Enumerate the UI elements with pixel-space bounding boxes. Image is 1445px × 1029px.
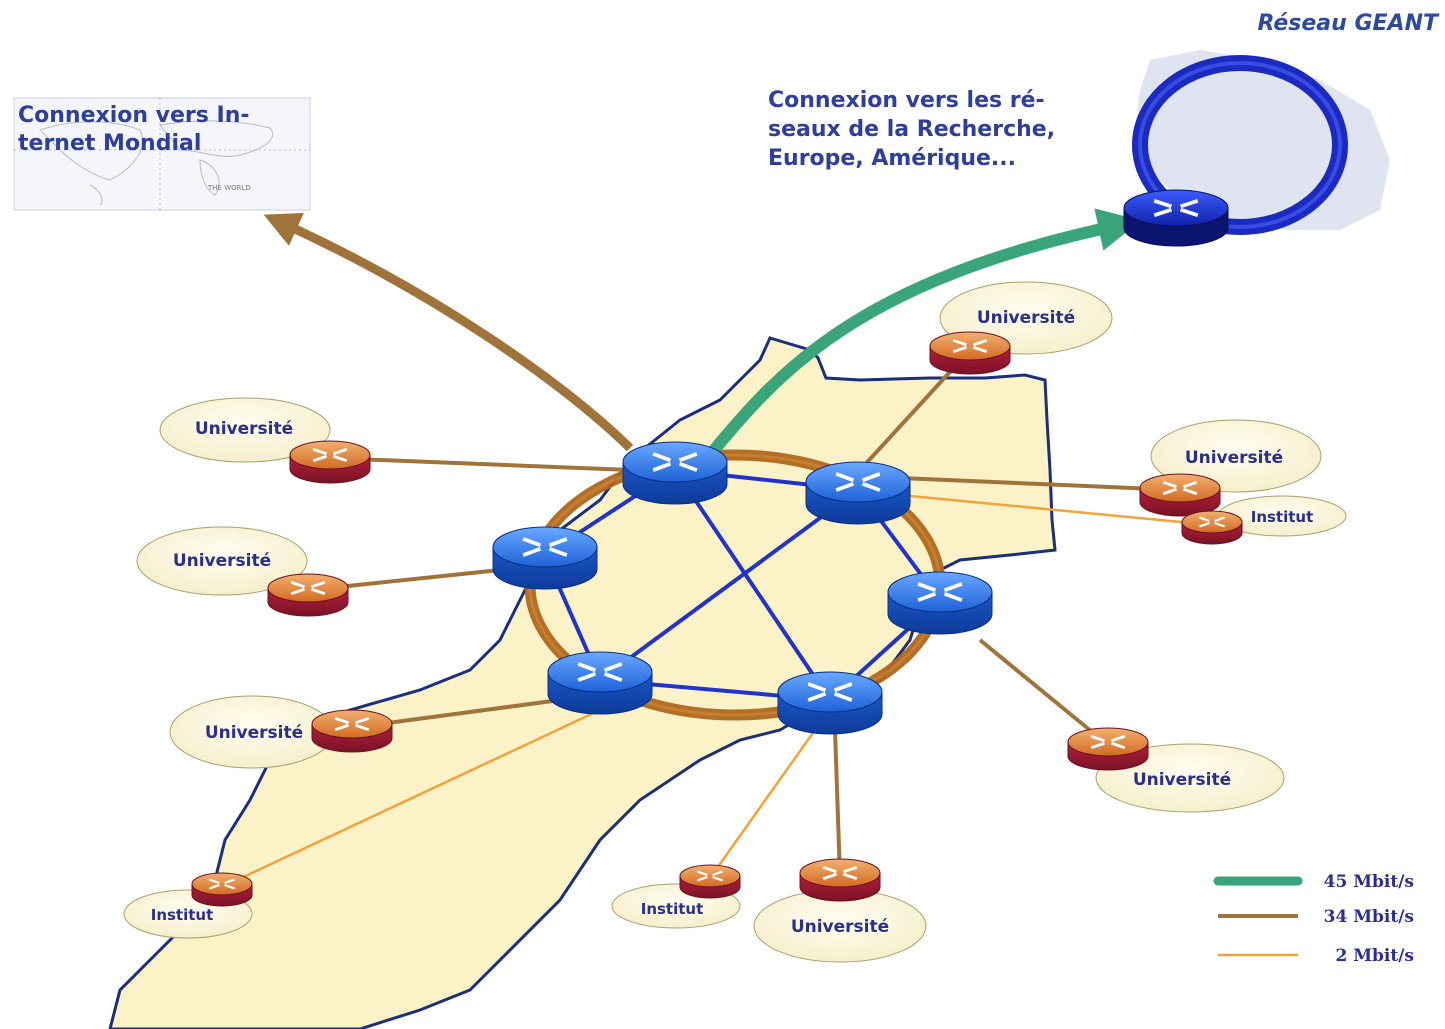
geant-router: [1123, 189, 1229, 247]
edge-router-univ-3: [311, 709, 393, 753]
label-univ-4: Université: [977, 308, 1075, 328]
legend-label-34: 34 Mbit/s: [1324, 907, 1414, 927]
core-router-north: [622, 441, 728, 505]
router-arrows-icon: [1199, 516, 1225, 528]
edge-router-univ-6: [1067, 727, 1149, 771]
core-router-south: [777, 671, 883, 735]
label-inst-1: Institut: [1251, 508, 1314, 526]
edge-router-inst-3: [679, 864, 741, 899]
edge-routers: [191, 331, 1243, 907]
label-univ-3: Université: [205, 723, 303, 743]
label-inst-2: Institut: [151, 906, 214, 924]
router-arrows-icon: [209, 878, 235, 890]
research-text-line-3: Europe, Amérique...: [768, 146, 1016, 171]
router-arrows-icon: [835, 472, 881, 492]
research-text-line-2: seaux de la Recherche,: [768, 117, 1055, 142]
label-univ-1: Université: [195, 419, 293, 439]
internet-arrow: [263, 213, 634, 452]
router-arrows-icon: [290, 580, 326, 596]
label-univ-2: Université: [173, 551, 271, 571]
internet-text-line-2: ternet Mondial: [18, 131, 201, 156]
core-router-east: [887, 571, 993, 635]
bubble-univ-1: [159, 397, 331, 463]
label-univ-7: Université: [791, 917, 889, 937]
network-title: Réseau GEANT: [1258, 11, 1440, 36]
label-univ-6: Université: [1133, 770, 1231, 790]
router-arrows-icon: [652, 452, 698, 472]
edge-router-inst-2: [191, 872, 253, 907]
internet-text-line-1: Connexion vers In-: [18, 103, 250, 128]
core-routers: [492, 441, 993, 735]
router-arrows-icon: [522, 537, 568, 557]
label-univ-5: Université: [1185, 448, 1283, 468]
legend-label-45: 45 Mbit/s: [1324, 872, 1414, 892]
geant-backbone-router: [1123, 189, 1229, 247]
label-inst-3: Institut: [641, 900, 704, 918]
site-bubbles: [123, 281, 1347, 963]
router-arrows-icon: [577, 662, 623, 682]
world-map-card: THE WORLD: [13, 97, 311, 211]
router-arrows-icon: [822, 865, 858, 881]
core-router-northeast: [805, 461, 911, 525]
edge-router-univ-1: [289, 440, 371, 484]
router-arrows-icon: [334, 716, 370, 732]
core-router-west: [492, 526, 598, 590]
geant-globe: [1132, 50, 1390, 235]
bubble-univ-5: [1150, 419, 1322, 493]
router-arrows-icon: [312, 447, 348, 463]
edge-router-inst-1: [1181, 510, 1243, 545]
core-router-southwest: [547, 651, 653, 715]
router-arrows-icon: [917, 582, 963, 602]
research-arrow: [705, 208, 1142, 459]
edge-router-univ-4: [929, 331, 1011, 375]
bubble-univ-2: [136, 526, 308, 596]
router-arrows-icon: [1090, 734, 1126, 750]
router-arrows-icon: [1153, 198, 1199, 218]
router-arrows-icon: [807, 682, 853, 702]
router-arrows-icon: [952, 338, 988, 354]
router-arrows-icon: [697, 870, 723, 882]
edge-router-univ-5: [1139, 473, 1221, 517]
edge-router-univ-2: [267, 573, 349, 617]
access-links-2: [221, 493, 1213, 889]
world-map-caption: THE WORLD: [207, 184, 251, 192]
legend-label-2: 2 Mbit/s: [1335, 946, 1414, 966]
legend: 45 Mbit/s 34 Mbit/s 2 Mbit/s: [1213, 872, 1414, 966]
research-text-line-1: Connexion vers les ré-: [768, 88, 1045, 113]
router-arrows-icon: [1162, 480, 1198, 496]
edge-router-univ-7: [799, 858, 881, 902]
